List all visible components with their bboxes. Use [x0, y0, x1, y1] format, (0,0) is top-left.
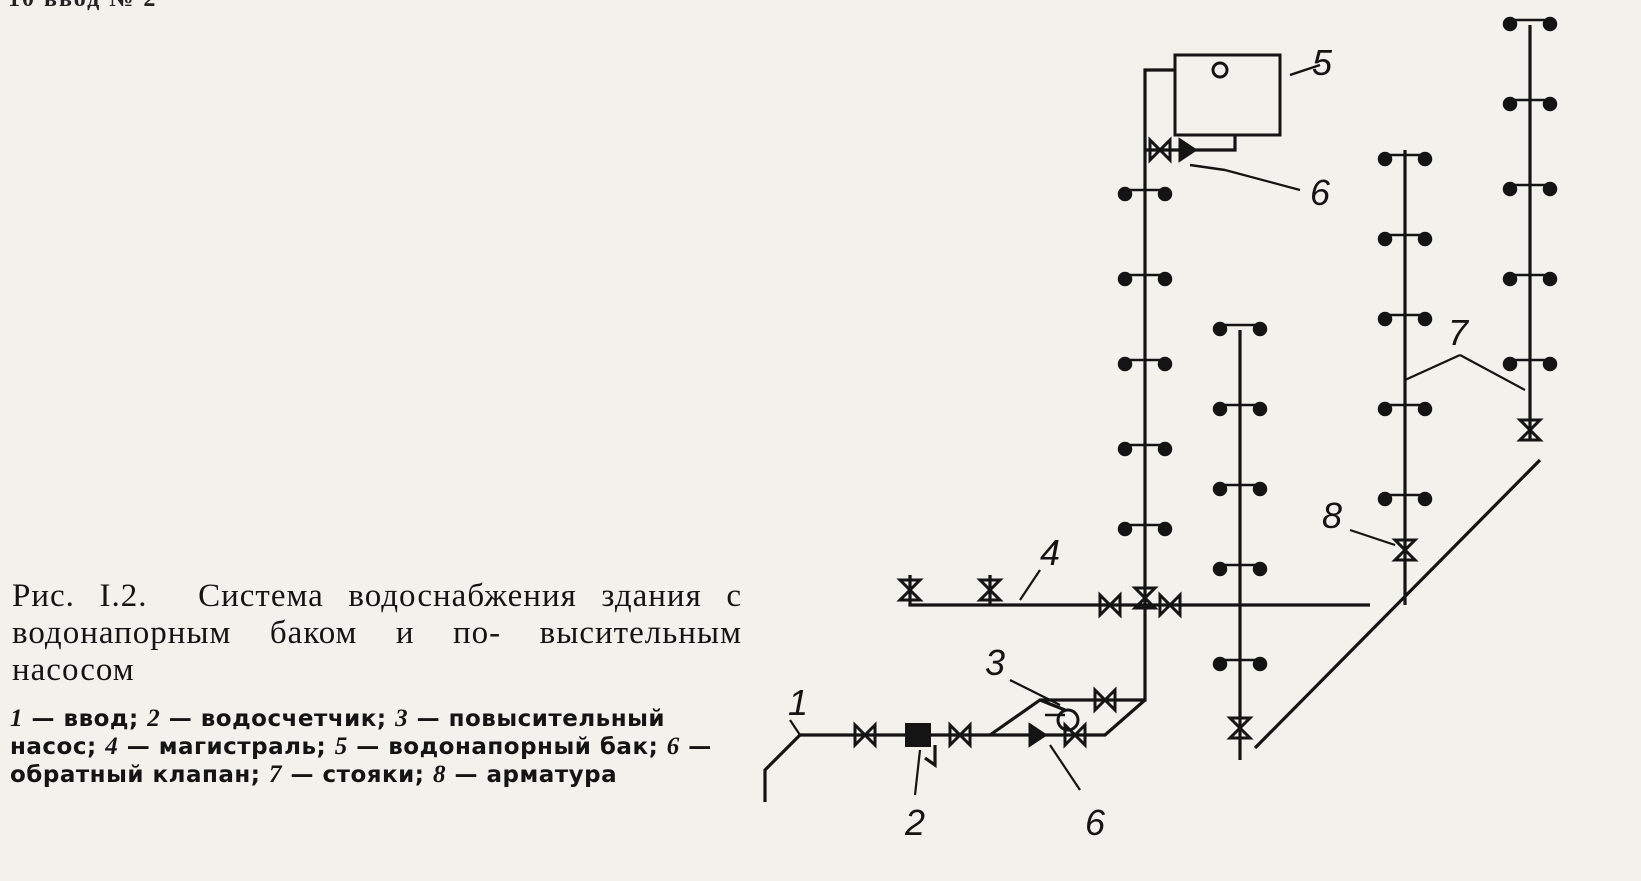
label-inlet: 1	[788, 682, 808, 723]
label-check-valve-top: 6	[1310, 172, 1331, 213]
legend-item: 4 — магистраль;	[105, 733, 335, 760]
pipe-network	[763, 25, 1542, 802]
label-meter: 2	[904, 802, 925, 843]
water-meter	[905, 723, 937, 769]
leader-lines	[789, 168, 1526, 796]
label-risers: 7	[1448, 312, 1470, 353]
riser-taps	[1117, 16, 1558, 672]
water-tank	[1173, 53, 1321, 137]
legend-item: 5 — водонапорный бак;	[334, 733, 667, 760]
check-valves	[1028, 137, 1226, 748]
label-check-valve-bottom: 6	[1085, 802, 1106, 843]
caption-title-line-1: Система водоснабжения здания с водонапор…	[12, 578, 742, 651]
legend-item: 6 — обратный клапан;	[10, 733, 712, 788]
gate-valves	[853, 136, 1544, 749]
caption-title-line-2: высительным насосом	[12, 615, 742, 688]
figure-number: Рис. I.2.	[12, 578, 148, 614]
label-fittings: 8	[1322, 495, 1342, 536]
legend-item: 2 — водосчетчик;	[147, 705, 396, 732]
legend-item: 1 — ввод;	[10, 705, 148, 732]
legend-item: 3 — повысительный насос;	[10, 705, 666, 760]
label-tank: 5	[1312, 42, 1333, 83]
header-fragment: 10 ввод № 2	[8, 0, 157, 13]
legend-item: 8 — арматура	[433, 761, 618, 788]
legend-item: 7 — стояки;	[269, 761, 433, 788]
label-pump: 3	[985, 642, 1005, 683]
figure-legend: 1 — ввод; 2 — водосчетчик; 3 — повысител…	[10, 705, 740, 789]
figure-caption-title: Рис. I.2. Система водоснабжения здания с…	[12, 578, 742, 689]
label-main: 4	[1040, 532, 1060, 573]
